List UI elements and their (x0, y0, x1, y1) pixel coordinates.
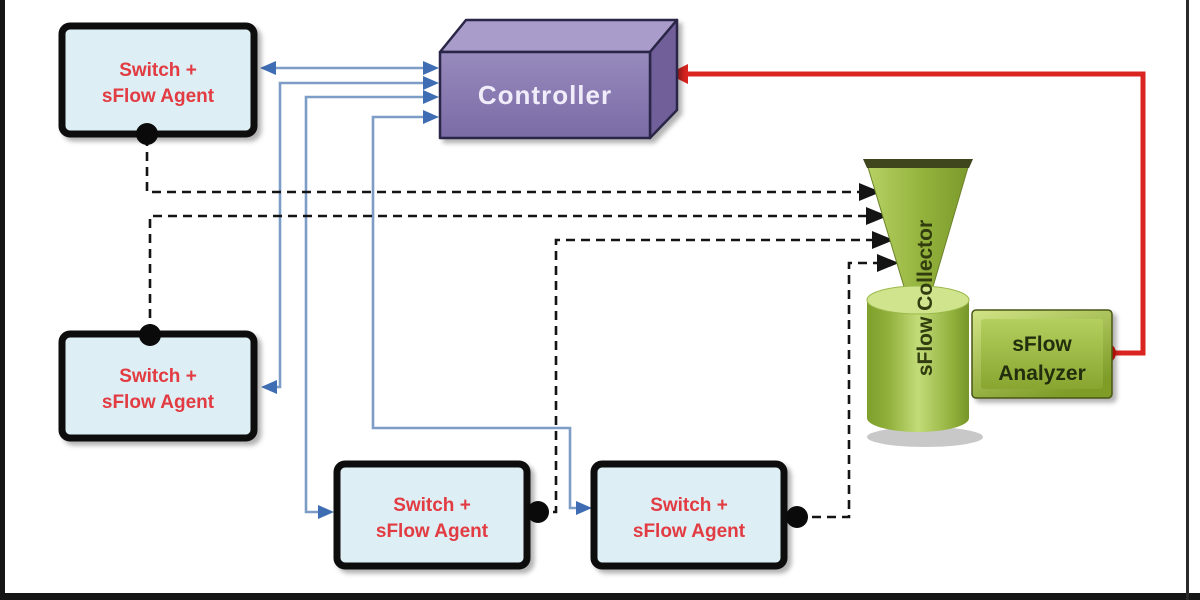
switch-node-4: Switch + sFlow Agent (590, 460, 788, 570)
arrowhead-into-controller (423, 110, 439, 124)
link-line (797, 261, 877, 519)
switch-label-line1: Switch + (119, 366, 197, 387)
link-controller-switch3 (304, 90, 439, 519)
arrowhead-into-controller (423, 76, 439, 90)
analyzer-label-line2: Analyzer (998, 362, 1086, 385)
switch-box (590, 460, 788, 570)
collector-ground-shadow (867, 427, 983, 447)
analyzer-label-line1: sFlow (1012, 333, 1072, 356)
connection-dot-switch2 (139, 324, 161, 346)
frame-left-border (0, 0, 5, 600)
switch-box (333, 460, 531, 570)
link-line (145, 137, 860, 194)
collector-funnel-rim (863, 159, 973, 168)
arrowhead-into-controller (423, 90, 439, 104)
sflow-link-switch4-collector (797, 254, 899, 519)
switch-label-line2: sFlow Agent (376, 521, 489, 542)
connection-dot-switch4 (786, 506, 808, 528)
switch-label-line2: sFlow Agent (102, 392, 215, 413)
link-controller-switch1 (260, 61, 439, 75)
frame-right-border (1186, 0, 1189, 600)
switch-label-line2: sFlow Agent (633, 521, 746, 542)
controller-top-face (438, 18, 679, 54)
link-controller-switch4 (371, 110, 592, 515)
switch-node-3: Switch + sFlow Agent (333, 460, 531, 570)
switch-node-2: Switch + sFlow Agent (58, 330, 258, 442)
link-line (275, 81, 425, 389)
sflow-link-switch1-collector (145, 137, 881, 201)
switch-label-line2: sFlow Agent (102, 86, 215, 107)
analyzer-box-inner (981, 319, 1103, 389)
collector-label: sFlow Collector (914, 220, 937, 376)
sflow-link-switch2-collector (148, 207, 888, 333)
controller-node: Controller (438, 18, 679, 140)
arrowhead-into-collector (872, 231, 894, 249)
link-line (304, 95, 425, 514)
arrowhead-into-collector (859, 183, 881, 201)
collector-cylinder-top (866, 285, 970, 315)
arrowhead-into-switch3 (318, 505, 334, 519)
switch-label-line1: Switch + (393, 495, 471, 516)
connection-dot-switch3 (527, 501, 549, 523)
link-controller-switch2 (261, 76, 439, 394)
link-line (148, 214, 866, 333)
switch-node-1: Switch + sFlow Agent (58, 22, 258, 138)
connection-dot-switch1 (136, 123, 158, 145)
arrowhead-into-switch4 (576, 501, 592, 515)
switch-label-line1: Switch + (650, 495, 728, 516)
link-line (371, 115, 578, 510)
analyzer-node: sFlow Analyzer (971, 309, 1113, 399)
collector-cylinder (867, 300, 969, 432)
switch-label-line1: Switch + (119, 60, 197, 81)
frame-bottom-border (0, 593, 1200, 600)
controller-label: Controller (478, 80, 612, 110)
arrowhead-into-collector (866, 207, 888, 225)
collector-node: sFlow Collector (863, 159, 983, 447)
arrowhead-into-collector (877, 254, 899, 272)
controller-front-face (438, 50, 652, 140)
arrowhead-into-switch2 (261, 380, 277, 394)
arrowhead-into-switch1 (260, 61, 276, 75)
arrowhead-into-controller (423, 61, 439, 75)
link-line (686, 71, 1146, 356)
